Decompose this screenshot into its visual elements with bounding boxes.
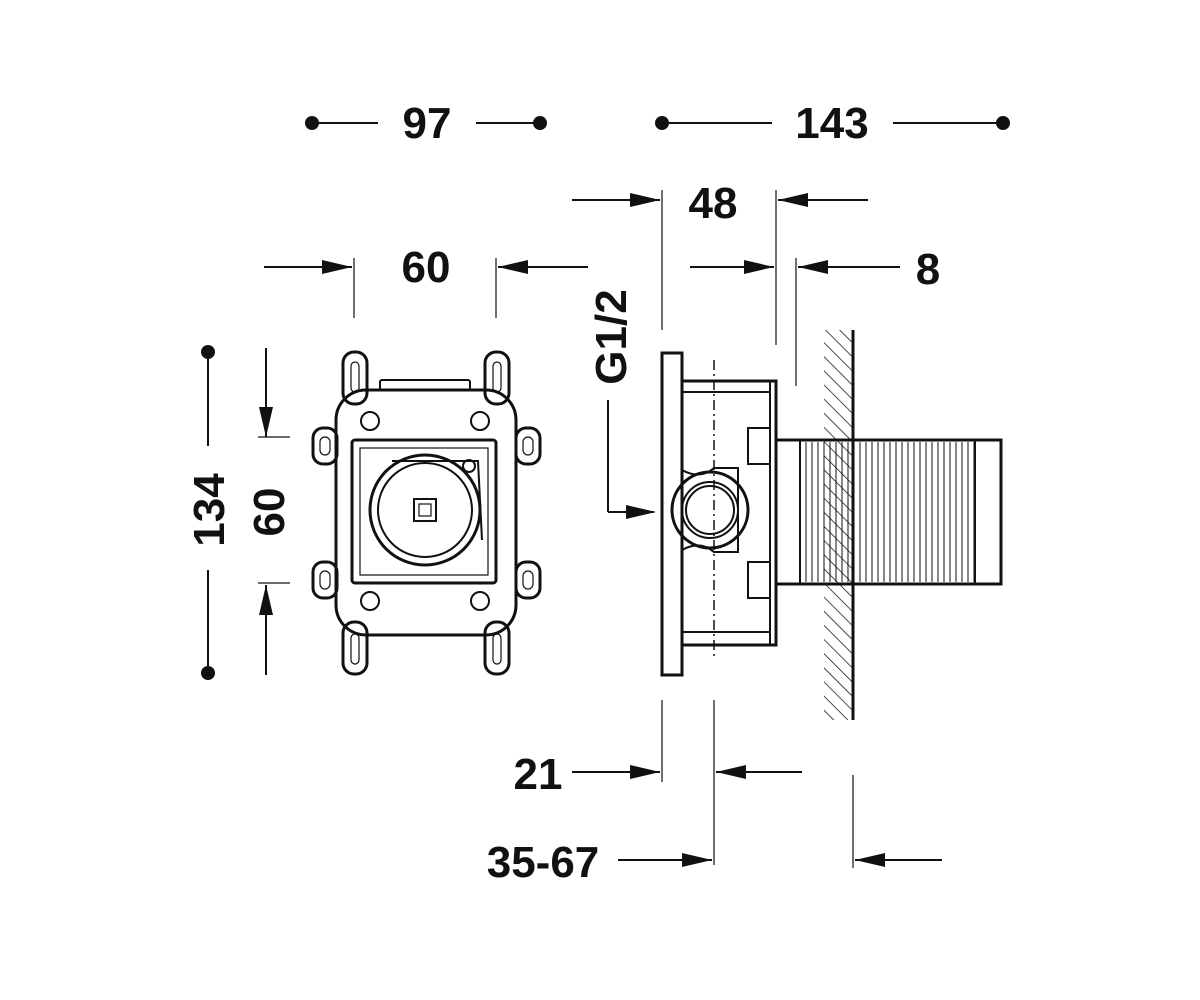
dim-21-label: 21 [514, 750, 563, 799]
dim-35-67-label: 35-67 [487, 838, 600, 887]
dim-97-label: 97 [403, 99, 452, 148]
dim-8: 8 [690, 245, 940, 386]
valve-box-front [311, 350, 542, 676]
dim-g12-label: G1/2 [587, 289, 636, 384]
dim-21: 21 [514, 700, 802, 865]
side-view: 143 48 8 G1/2 [487, 99, 1010, 887]
dim-60-width: 60 [264, 243, 588, 318]
dim-48: 48 [572, 179, 868, 345]
valve-box-side [660, 351, 1003, 677]
front-view: 97 60 134 60 [185, 99, 588, 680]
dim-134: 134 [185, 345, 234, 680]
dim-60-height: 60 [245, 348, 294, 675]
dim-97: 97 [305, 99, 547, 148]
dim-8-label: 8 [916, 245, 940, 294]
dim-60-height-label: 60 [245, 488, 294, 537]
thread-lines [805, 442, 975, 582]
dim-35-67: 35-67 [487, 775, 942, 887]
wall-section [824, 330, 855, 720]
dim-143-label: 143 [795, 99, 868, 148]
dim-60-width-label: 60 [402, 243, 451, 292]
dim-134-label: 134 [185, 473, 234, 547]
dim-g12: G1/2 [587, 289, 656, 519]
dim-48-label: 48 [689, 179, 738, 228]
dim-143: 143 [655, 99, 1010, 148]
